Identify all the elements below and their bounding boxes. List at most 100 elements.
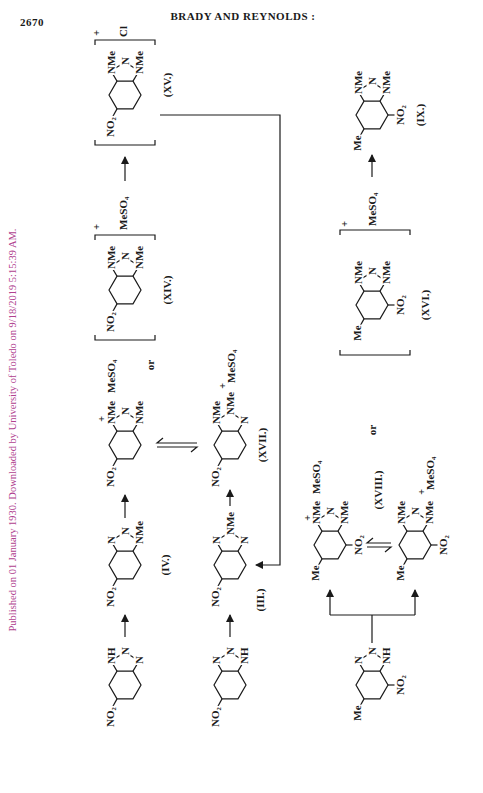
atom-label: Cl — [118, 25, 129, 38]
atom-label: NH — [239, 647, 250, 666]
atom-label: NMe — [424, 500, 435, 525]
atom-label: N — [367, 76, 378, 86]
compound-number: (XVIII.) — [373, 470, 384, 511]
benzene-ring — [356, 101, 388, 129]
compound-number: (III.) — [255, 588, 266, 613]
atom-label: NMe — [381, 260, 392, 285]
equilibrium-arrow — [367, 547, 391, 552]
fork-line — [330, 614, 415, 615]
atom-label: N — [120, 646, 131, 656]
atom-label: NO₂ — [105, 586, 116, 608]
compound-number: (XVII.) — [257, 427, 268, 464]
connective-word: or — [145, 359, 156, 371]
atom-label: NO₂ — [395, 294, 406, 316]
benzene-ring — [214, 671, 246, 699]
reaction-arrow — [229, 615, 230, 637]
atom-label: NO₂ — [105, 466, 116, 488]
benzene-ring — [214, 431, 246, 459]
compound-number: (XIV.) — [162, 275, 173, 306]
reaction-arrow — [414, 590, 415, 615]
benzene-ring — [109, 276, 141, 304]
salt-bracket — [95, 140, 155, 145]
atom-label: N — [120, 251, 131, 261]
atom-label: N — [410, 506, 421, 516]
compound-number: (IX.) — [415, 103, 426, 127]
benzene-ring — [109, 431, 141, 459]
atom-label: N — [134, 655, 145, 665]
benzene-ring — [314, 531, 346, 559]
salt-bracket — [340, 230, 410, 235]
atom-label: NMe — [353, 260, 364, 285]
equilibrium-arrow — [157, 447, 197, 452]
atom-label: N — [367, 646, 378, 656]
atom-label: NH — [381, 647, 392, 666]
compound-number: (XV.) — [162, 72, 173, 99]
atom-label: MeSO₄ — [106, 359, 117, 394]
benzene-ring — [214, 551, 246, 579]
atom-label: NMe — [134, 520, 145, 545]
atom-label: NO₂ — [353, 534, 364, 556]
page-number: 2670 — [20, 16, 44, 28]
atom-label: N — [225, 646, 236, 656]
atom-label: N — [120, 526, 131, 536]
charge-sign: + — [92, 29, 102, 37]
charge-sign: + — [340, 220, 350, 228]
reaction-arrow — [124, 157, 125, 181]
atom-label: NH — [106, 647, 117, 666]
atom-label: NMe — [396, 500, 407, 525]
salt-bracket — [95, 335, 155, 340]
benzene-ring — [399, 531, 431, 559]
atom-label: NMe — [339, 500, 350, 525]
atom-label: N — [120, 56, 131, 66]
atom-label: NO₂ — [210, 586, 221, 608]
return-arrow — [160, 115, 280, 565]
connective-word: or — [367, 424, 378, 436]
atom-label: MeSO₄ — [118, 196, 129, 231]
equilibrium-arrow — [367, 538, 391, 543]
atom-label: Me — [352, 134, 363, 151]
atom-label: Me — [352, 704, 363, 721]
atom-label: N — [353, 655, 364, 665]
compound-number: (IV.) — [160, 554, 171, 577]
atom-label: MeSO₄ — [311, 460, 322, 495]
salt-bracket — [95, 235, 155, 240]
atom-label: NO₂ — [438, 534, 449, 556]
reaction-arrow — [124, 495, 125, 518]
atom-label: NMe — [211, 400, 222, 425]
atom-label: N — [106, 535, 117, 545]
atom-label: N — [239, 535, 250, 545]
atom-label: MeSO₄ — [226, 349, 237, 384]
fork-line — [371, 615, 372, 643]
benzene-ring — [109, 671, 141, 699]
reaction-scheme — [65, 0, 475, 775]
atom-label: Me — [352, 324, 363, 341]
reaction-arrow — [229, 490, 230, 506]
salt-bracket — [95, 40, 155, 45]
atom-label: N — [239, 415, 250, 425]
benzene-ring — [356, 291, 388, 319]
atom-label: NMe — [134, 245, 145, 270]
atom-label: NO₂ — [105, 116, 116, 138]
atom-label: NMe — [106, 50, 117, 75]
equilibrium-arrow — [157, 438, 197, 443]
atom-label: N — [325, 506, 336, 516]
atom-label: NMe — [106, 400, 117, 425]
atom-label: NO₂ — [210, 706, 221, 728]
atom-label: NMe — [134, 400, 145, 425]
atom-label: Me — [310, 564, 321, 581]
atom-label: N — [120, 406, 131, 416]
reaction-arrow — [371, 155, 372, 177]
atom-label: N — [211, 535, 222, 545]
atom-label: NMe — [225, 391, 236, 416]
atom-label: NO₂ — [105, 311, 116, 333]
atom-label: N — [367, 266, 378, 276]
atom-label: MeSO₄ — [367, 192, 378, 227]
reaction-arrow — [329, 590, 330, 615]
atom-label: NO₂ — [395, 674, 406, 696]
atom-label: MeSO₄ — [425, 456, 436, 491]
atom-label: NMe — [134, 50, 145, 75]
atom-label: N — [211, 655, 222, 665]
atom-label: Me — [395, 564, 406, 581]
atom-label: NO₂ — [210, 466, 221, 488]
atom-label: NO₂ — [395, 104, 406, 126]
